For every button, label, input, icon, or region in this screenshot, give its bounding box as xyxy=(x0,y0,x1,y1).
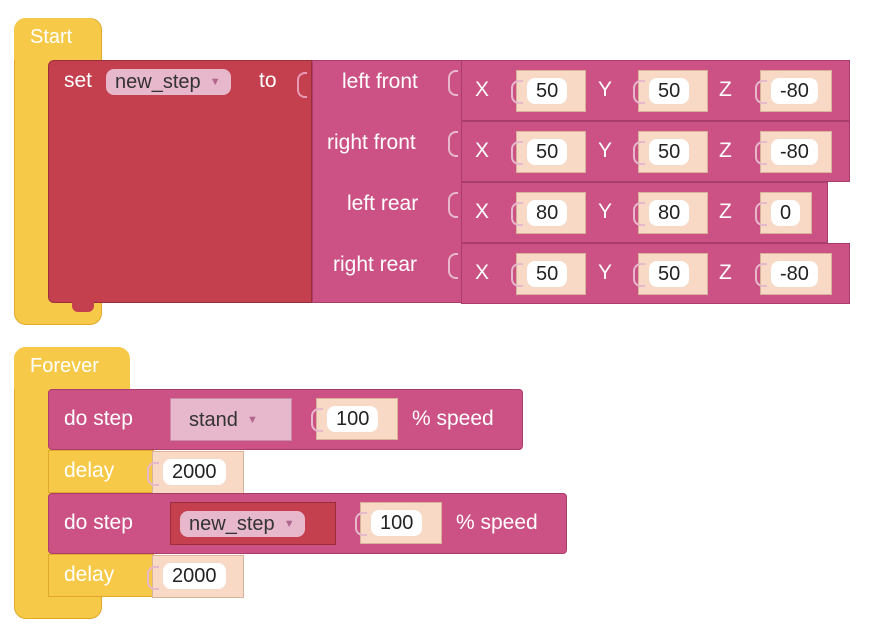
delay-field-2[interactable]: 2000 xyxy=(147,555,244,598)
set-block-bottom-notch xyxy=(72,302,94,312)
x-label: X xyxy=(475,200,490,223)
speed-field-1[interactable]: 100 xyxy=(311,398,398,440)
left-front-x-field[interactable]: 50 xyxy=(511,70,586,112)
set-label: set xyxy=(64,69,93,92)
x-label: X xyxy=(475,78,490,101)
delay-block-2[interactable] xyxy=(48,554,154,597)
right-rear-z-value[interactable]: -80 xyxy=(771,261,818,287)
right-front-x-field[interactable]: 50 xyxy=(511,131,586,173)
right-rear-z-field[interactable]: -80 xyxy=(755,253,832,295)
left-front-y-field[interactable]: 50 xyxy=(633,70,708,112)
left-rear-x-value[interactable]: 80 xyxy=(527,200,568,226)
left-rear-y-value[interactable]: 80 xyxy=(649,200,690,226)
leg-label-left-front: left front xyxy=(342,70,418,93)
left-rear-z-value[interactable]: 0 xyxy=(771,200,801,226)
x-label: X xyxy=(475,139,490,162)
z-label: Z xyxy=(719,78,732,101)
start-hat-top xyxy=(14,18,100,60)
leg-slot-left-front xyxy=(448,70,458,96)
step-dropdown-2[interactable]: new_step ▼ xyxy=(180,511,305,537)
left-front-z-field[interactable]: -80 xyxy=(755,70,832,112)
step-dropdown-1[interactable]: stand ▼ xyxy=(180,407,268,433)
left-rear-z-field[interactable]: 0 xyxy=(755,192,812,234)
right-front-x-value[interactable]: 50 xyxy=(527,139,568,165)
step-name: stand xyxy=(189,409,238,431)
right-front-z-value[interactable]: -80 xyxy=(771,139,818,165)
start-label: Start xyxy=(30,26,73,48)
do-step-label: do step xyxy=(64,511,133,534)
y-label: Y xyxy=(598,261,613,284)
right-rear-x-field[interactable]: 50 xyxy=(511,253,586,295)
legs-object-block[interactable] xyxy=(312,60,462,303)
right-rear-x-value[interactable]: 50 xyxy=(527,261,568,287)
step-name: new_step xyxy=(189,513,275,535)
left-front-x-value[interactable]: 50 xyxy=(527,78,568,104)
leg-slot-right-front xyxy=(448,131,458,157)
set-variable-block[interactable] xyxy=(48,60,312,303)
right-front-z-field[interactable]: -80 xyxy=(755,131,832,173)
delay-label: delay xyxy=(64,563,115,586)
right-rear-y-value[interactable]: 50 xyxy=(649,261,690,287)
speed-value-1[interactable]: 100 xyxy=(327,406,379,432)
speed-suffix-label: % speed xyxy=(412,407,494,430)
dropdown-caret-icon: ▼ xyxy=(209,76,221,88)
forever-hat-top xyxy=(14,347,130,389)
delay-field-1[interactable]: 2000 xyxy=(147,451,244,494)
delay-value-2[interactable]: 2000 xyxy=(163,563,226,589)
left-rear-x-field[interactable]: 80 xyxy=(511,192,586,234)
leg-label-right-rear: right rear xyxy=(333,253,418,276)
do-step-label: do step xyxy=(64,407,133,430)
forever-label: Forever xyxy=(30,355,99,377)
to-label: to xyxy=(259,69,277,92)
right-front-y-value[interactable]: 50 xyxy=(649,139,690,165)
delay-label: delay xyxy=(64,459,115,482)
z-label: Z xyxy=(719,261,732,284)
speed-value-2[interactable]: 100 xyxy=(371,510,423,536)
leg-label-right-front: right front xyxy=(327,131,416,154)
delay-block-1[interactable] xyxy=(48,450,154,493)
variable-dropdown[interactable]: new_step ▼ xyxy=(106,69,231,95)
delay-value-1[interactable]: 2000 xyxy=(163,459,226,485)
set-input-slot xyxy=(297,72,307,98)
left-front-y-value[interactable]: 50 xyxy=(649,78,690,104)
x-label: X xyxy=(475,261,490,284)
variable-name: new_step xyxy=(115,71,201,93)
leg-slot-right-rear xyxy=(448,253,458,279)
z-label: Z xyxy=(719,200,732,223)
left-front-z-value[interactable]: -80 xyxy=(771,78,818,104)
z-label: Z xyxy=(719,139,732,162)
left-rear-y-field[interactable]: 80 xyxy=(633,192,708,234)
speed-suffix-label: % speed xyxy=(456,511,538,534)
y-label: Y xyxy=(598,139,613,162)
right-front-y-field[interactable]: 50 xyxy=(633,131,708,173)
y-label: Y xyxy=(598,78,613,101)
dropdown-caret-icon: ▼ xyxy=(283,518,295,530)
y-label: Y xyxy=(598,200,613,223)
speed-field-2[interactable]: 100 xyxy=(355,502,442,544)
right-rear-y-field[interactable]: 50 xyxy=(633,253,708,295)
leg-slot-left-rear xyxy=(448,192,458,218)
dropdown-caret-icon: ▼ xyxy=(247,414,258,426)
leg-label-left-rear: left rear xyxy=(347,192,419,215)
